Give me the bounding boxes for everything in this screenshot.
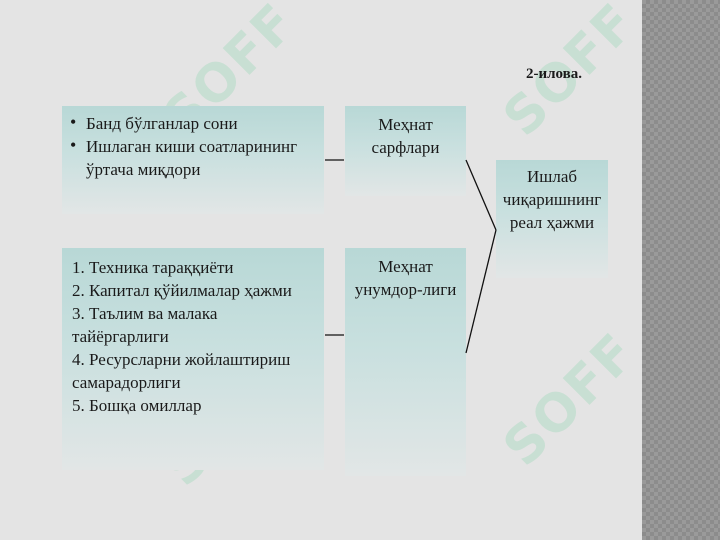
list-item: Ишлаган киши соатларининг ўртача миқдори: [70, 134, 316, 181]
side-pattern-strip: [642, 0, 720, 540]
connector-to-output-upper: [465, 159, 497, 231]
list-item: Банд бўлганлар сони: [70, 111, 316, 135]
list-item: 5. Бошқа омиллар: [72, 396, 202, 415]
employment-factors-box: Банд бўлганлар сони Ишлаган киши соатлар…: [62, 106, 324, 214]
list-item: 3. Таълим ва малака тайёргарлиги: [72, 304, 218, 346]
connector-lines: [325, 159, 497, 354]
labor-costs-label: Меҳнат сарфлари: [371, 115, 440, 157]
appendix-caption: 2-илова.: [526, 66, 583, 82]
labor-productivity-box: Меҳнат унумдор-лиги: [345, 248, 466, 476]
list-item: 4. Ресурсларни жойлаштириш самарадорлиги: [72, 350, 291, 392]
real-output-label: Ишлаб чиқаришнинг реал ҳажми: [502, 167, 602, 232]
real-output-box: Ишлаб чиқаришнинг реал ҳажми: [496, 160, 608, 278]
labor-costs-box: Меҳнат сарфлари: [345, 106, 466, 196]
labor-productivity-label: Меҳнат унумдор-лиги: [354, 257, 457, 299]
list-item: 1. Техника тараққиёти: [72, 258, 234, 277]
connector-to-output-lower: [465, 229, 497, 354]
employment-factors-list: Банд бўлганлар сони Ишлаган киши соатлар…: [70, 111, 316, 181]
list-item: 2. Капитал қўйилмалар ҳажми: [72, 281, 292, 300]
productivity-factors-box: 1. Техника тараққиёти 2. Капитал қўйилма…: [62, 248, 324, 470]
